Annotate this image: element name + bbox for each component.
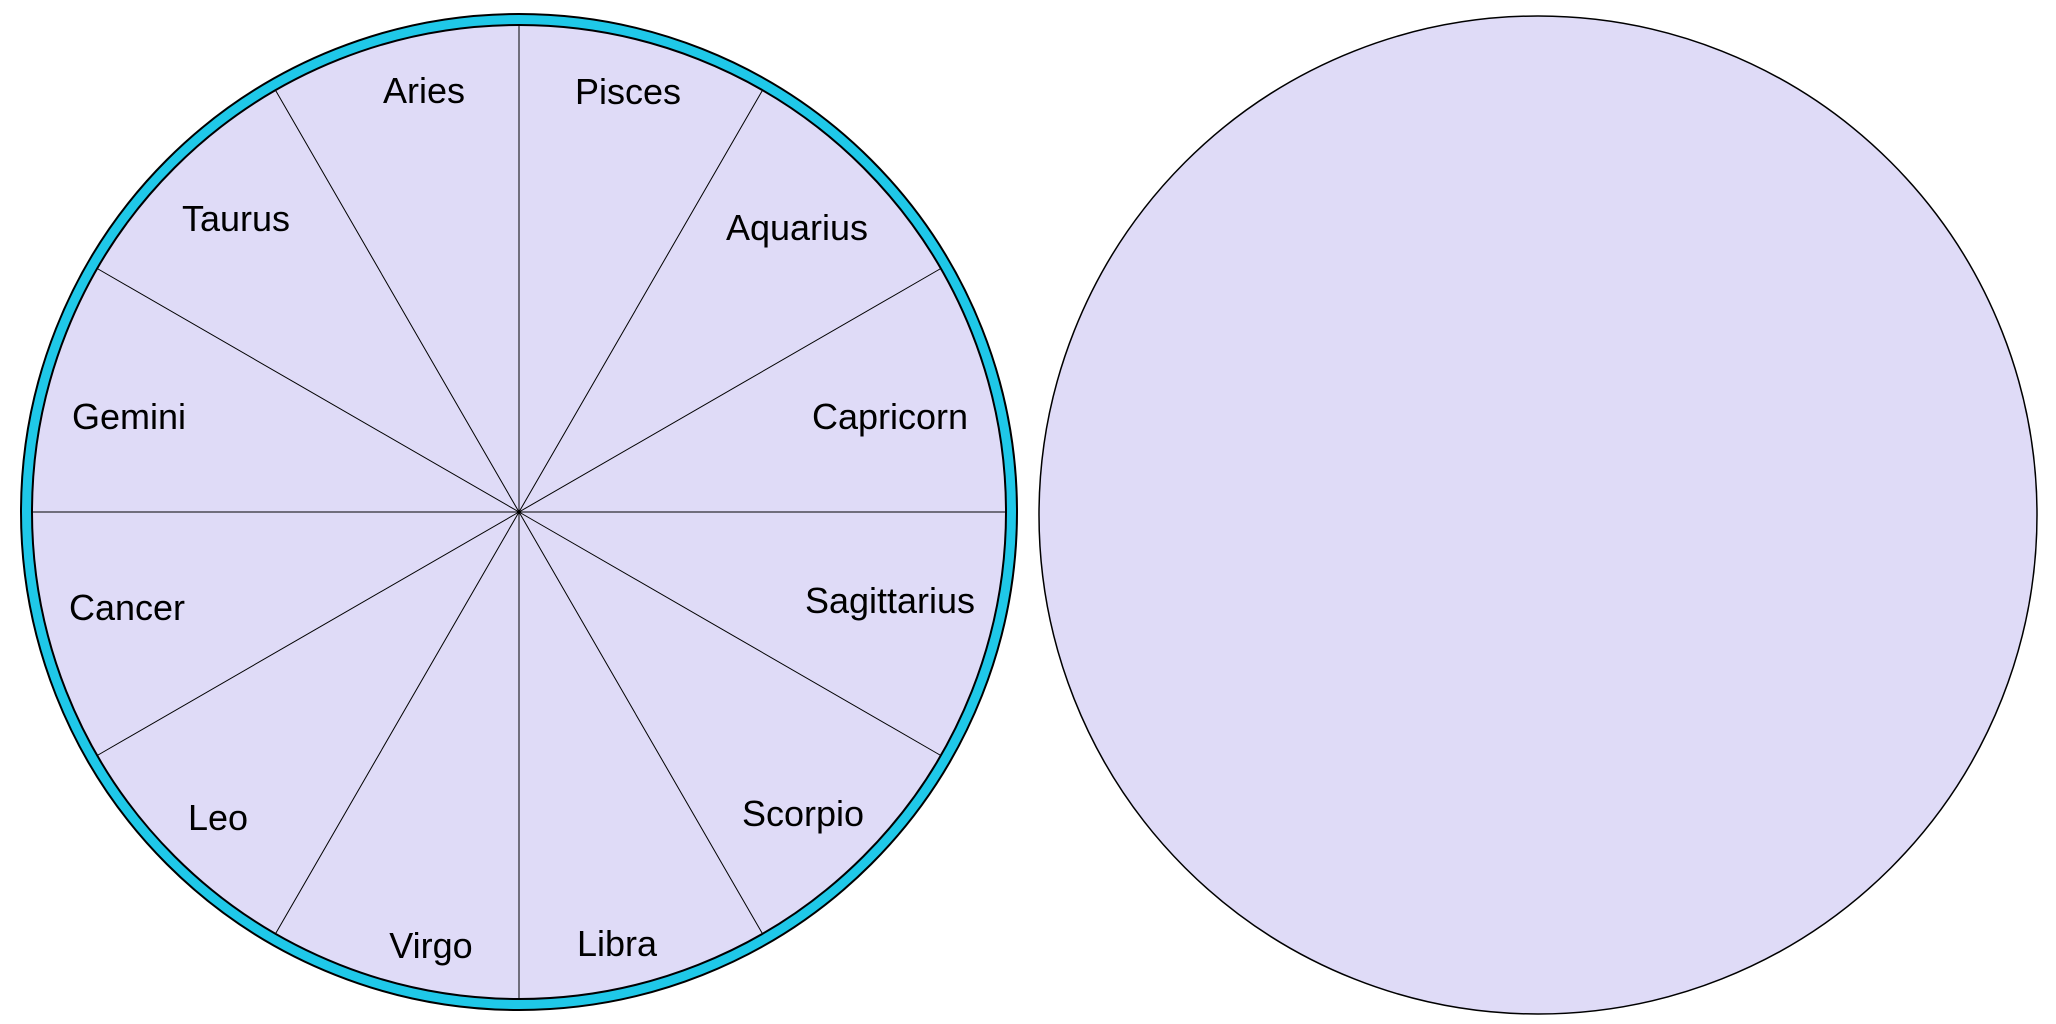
divider-line: [96, 511, 520, 756]
plain-disc[interactable]: [1038, 15, 2038, 1015]
sign-label-virgo[interactable]: Virgo: [389, 925, 472, 966]
wheel-dividers: [32, 25, 1006, 999]
sign-label-libra[interactable]: Libra: [577, 923, 658, 964]
divider-line: [518, 511, 763, 935]
sign-label-aquarius[interactable]: Aquarius: [726, 207, 868, 248]
sign-label-capricorn[interactable]: Capricorn: [812, 396, 968, 437]
divider-line: [518, 268, 942, 513]
sign-label-pisces[interactable]: Pisces: [575, 71, 681, 112]
zodiac-wheel[interactable]: Pisces Aquarius Capricorn Sagittarius Sc…: [20, 13, 1018, 1011]
sign-label-taurus[interactable]: Taurus: [182, 198, 290, 239]
divider-line: [275, 89, 520, 513]
sign-label-gemini[interactable]: Gemini: [72, 396, 186, 437]
sign-label-sagittarius[interactable]: Sagittarius: [805, 580, 975, 621]
sign-label-aries[interactable]: Aries: [383, 70, 465, 111]
divider-line: [518, 89, 763, 513]
divider-line: [518, 511, 942, 756]
sign-label-cancer[interactable]: Cancer: [69, 587, 185, 628]
sign-label-scorpio[interactable]: Scorpio: [742, 793, 864, 834]
sign-label-leo[interactable]: Leo: [188, 797, 248, 838]
divider-line: [96, 268, 520, 513]
divider-line: [275, 511, 520, 935]
